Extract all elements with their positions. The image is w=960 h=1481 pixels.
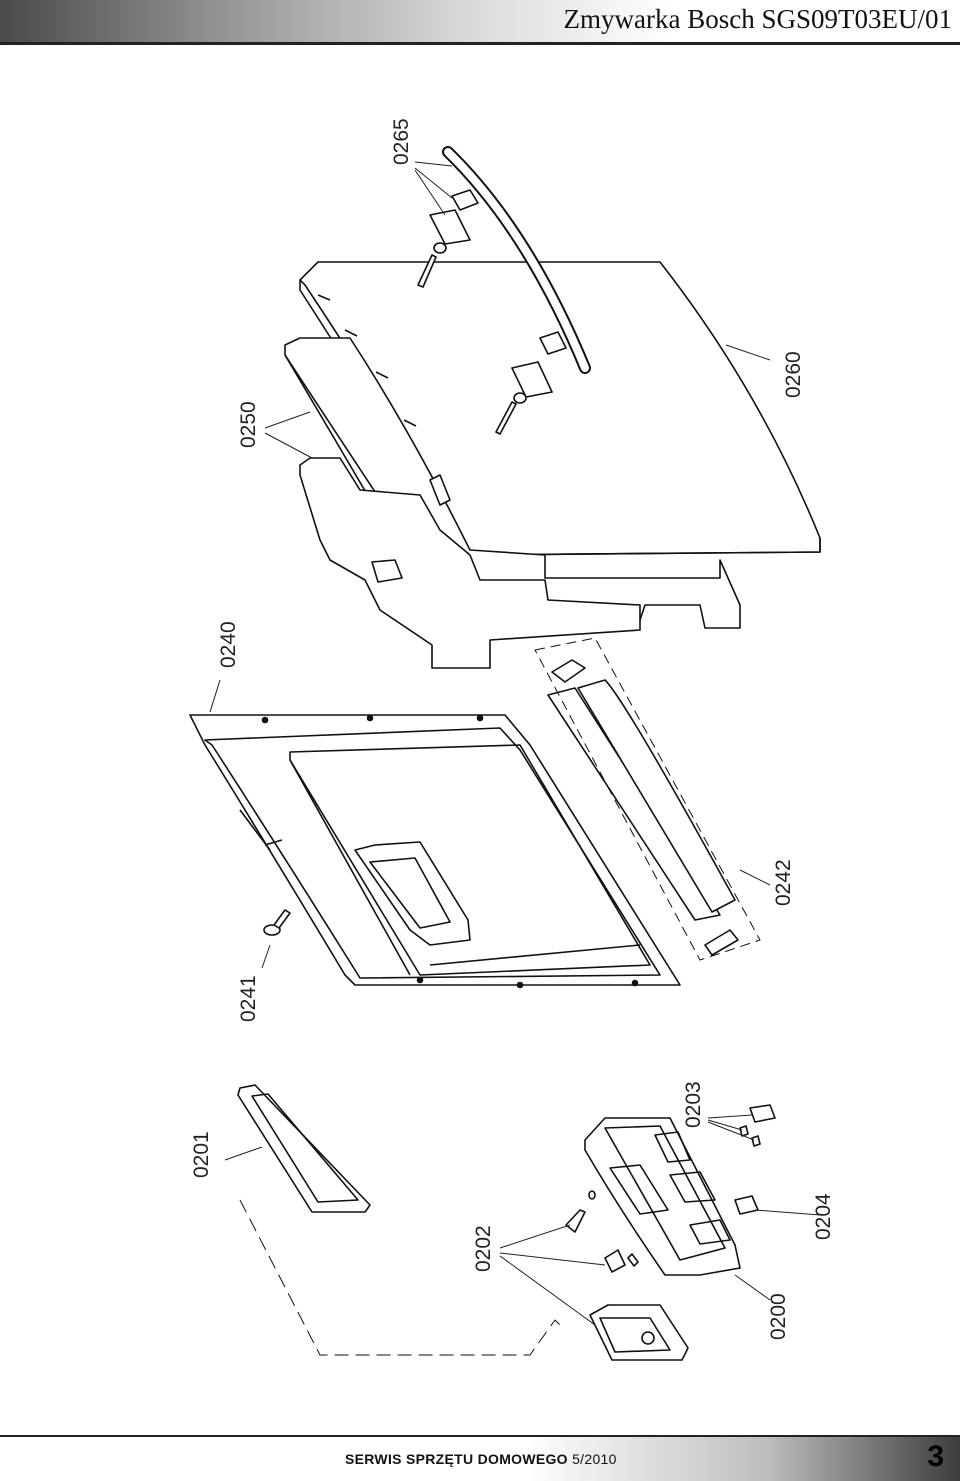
dispenser-parts-0203 <box>739 1104 776 1147</box>
insulation-panels-0250 <box>284 337 741 669</box>
footer-text: SERWIS SPRZĘTU DOMOWEGO 5/2010 <box>345 1451 617 1467</box>
label-0260: 0260 <box>782 351 805 398</box>
label-0203: 0203 <box>682 1081 705 1128</box>
footer-rule <box>0 1435 960 1437</box>
page-number: 3 <box>927 1440 944 1473</box>
bottom-seal-0242 <box>534 637 761 961</box>
handle-0265 <box>417 146 591 435</box>
label-0204: 0204 <box>812 1193 835 1240</box>
header-bar <box>0 0 960 42</box>
dispenser-parts-0202 <box>565 1190 639 1273</box>
leader-lines <box>209 161 821 1326</box>
dispenser-cover-0201 <box>237 1084 371 1213</box>
label-0265: 0265 <box>390 118 413 165</box>
label-0201: 0201 <box>190 1131 213 1178</box>
dispenser-part-0204 <box>734 1195 759 1215</box>
label-0200: 0200 <box>767 1293 790 1340</box>
exploded-diagram: 0265 0250 0260 0240 0241 0242 0201 0202 … <box>189 118 835 1361</box>
label-0242: 0242 <box>772 859 795 906</box>
label-0250: 0250 <box>237 401 260 448</box>
inner-door-frame-0240 <box>189 714 681 989</box>
service-name: SERWIS SPRZĘTU DOMOWEGO <box>345 1451 568 1467</box>
label-0240: 0240 <box>217 621 240 668</box>
part-labels: 0265 0250 0260 0240 0241 0242 0201 0202 … <box>190 118 835 1340</box>
footer-bar <box>0 1437 960 1481</box>
label-0202: 0202 <box>472 1225 495 1272</box>
label-0241: 0241 <box>237 975 260 1022</box>
dispenser-body-0200 <box>584 1117 741 1361</box>
screw-0241 <box>263 909 291 936</box>
page-title: Zmywarka Bosch SGS09T03EU/01 <box>563 4 952 34</box>
header-rule <box>0 42 960 45</box>
footer-date: 5/2010 <box>572 1451 617 1467</box>
